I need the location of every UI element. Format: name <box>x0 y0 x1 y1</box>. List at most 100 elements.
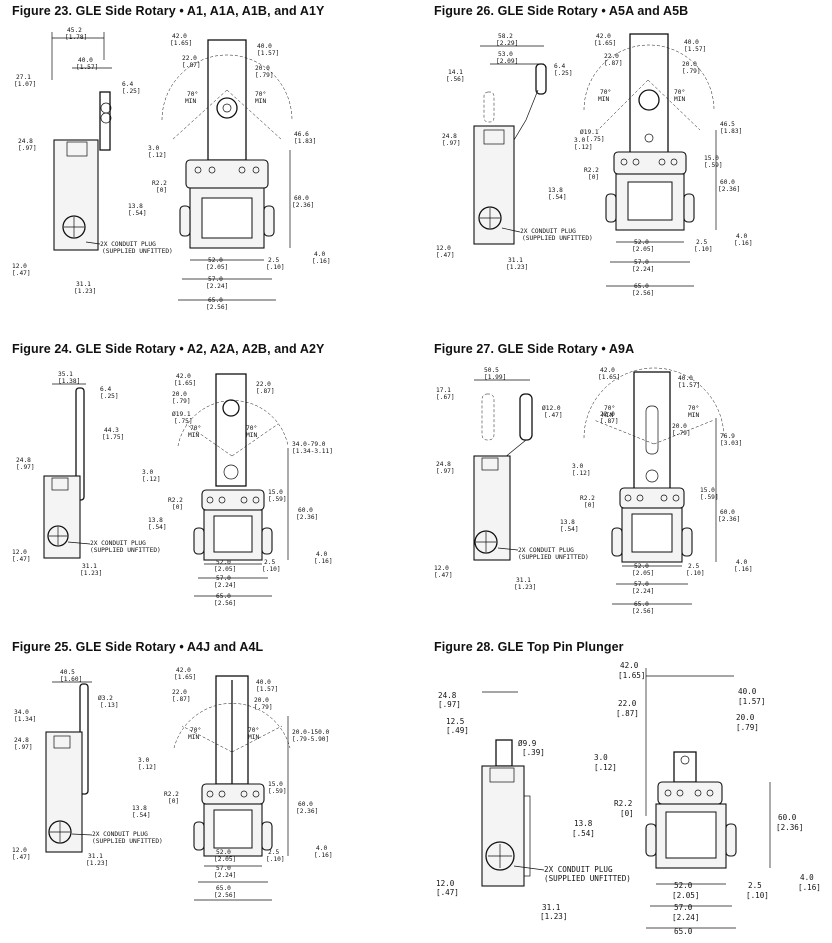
dim-label: 40.0 <box>678 375 693 382</box>
dim-label: [2.36] <box>296 808 318 815</box>
front-view: 70° MIN 70° MIN 42.0 [1.65] 40.0 [1.57] … <box>132 667 333 901</box>
dim-label: 42.0 <box>596 33 611 40</box>
dim-label: 31.1 <box>82 563 97 570</box>
dim-label: 22.0 <box>604 53 619 60</box>
dim-label: 12.0 <box>12 549 27 556</box>
dim-label: [1.23] <box>86 860 108 867</box>
dim-label: [1.57] <box>76 64 98 71</box>
dim-label: [2.05] <box>214 566 236 573</box>
dim-label: 42.0 <box>172 33 187 40</box>
dim-label: [1.23] <box>80 570 102 577</box>
dim-label: [2.05] <box>206 264 228 271</box>
drawing: 40.5 [1.60] Ø3.2 [.13] 34.0 [1.34] 24.8 … <box>12 667 333 901</box>
angle-label: 70° <box>600 88 611 96</box>
dim-label: 22.0 <box>600 411 615 418</box>
dim-label: 60.0 <box>298 801 313 808</box>
note-label: 2X CONDUIT PLUG <box>520 228 576 235</box>
dim-label: 52.0 <box>216 559 231 566</box>
side-view: 24.8 [.97] 12.5 [.49] Ø9.9 [.39] 12.0 [.… <box>436 691 631 921</box>
dim-label: [1.57] <box>678 382 700 389</box>
angle-label: MIN <box>674 96 685 103</box>
side-view: 45.2 [1.78] 40.0 [1.57] 27.1 [1.07] 6.4 … <box>12 27 173 295</box>
dim-label: [.12] <box>594 763 617 772</box>
dim-label: [.54] <box>560 526 579 533</box>
dim-label: [2.24] <box>672 913 699 922</box>
dim-label: [.54] <box>548 194 567 201</box>
dim-label: 31.1 <box>88 853 103 860</box>
figure-25: Figure 25. GLE Side Rotary • A4J and A4L… <box>12 640 422 940</box>
angle-label: MIN <box>688 412 699 419</box>
dim-label: [2.56] <box>214 892 236 899</box>
dim-label: 20.0 <box>172 391 187 398</box>
dim-label: [2.36] <box>292 202 314 209</box>
dim-label: 50.5 <box>484 367 499 374</box>
dim-label: 4.0 <box>736 559 747 566</box>
dim-label: 12.5 <box>446 717 464 726</box>
dim-label: 52.0 <box>634 239 649 246</box>
dim-label: [.75] <box>586 136 605 143</box>
drawing: 24.8 [.97] 12.5 [.49] Ø9.9 [.39] 12.0 [.… <box>436 661 821 936</box>
dim-label: 2.5 <box>268 257 279 264</box>
dim-label: [.12] <box>148 152 167 159</box>
dim-label: [1.83] <box>720 128 742 135</box>
dim-label: 3.0 <box>138 757 149 764</box>
dim-label: 4.0 <box>314 251 325 258</box>
dim-label: [1.65] <box>594 40 616 47</box>
dim-label: 13.8 <box>560 519 575 526</box>
dim-label: [2.09] <box>496 58 518 65</box>
dim-label: 13.8 <box>128 203 143 210</box>
dim-label: 31.1 <box>516 577 531 584</box>
dim-label: 65.0 <box>208 297 223 304</box>
dim-label: [.49] <box>446 726 469 735</box>
dim-label: [.16] <box>314 852 333 859</box>
dim-label: [.47] <box>12 854 31 861</box>
dim-label: [.16] <box>734 566 753 573</box>
dim-label: [1.65] <box>170 40 192 47</box>
dim-label: [0] <box>588 174 599 181</box>
dim-label: [.10] <box>262 566 281 573</box>
dim-label: [.25] <box>122 88 141 95</box>
dim-label: R2.2 <box>152 180 167 187</box>
dim-label: 22.0 <box>172 689 187 696</box>
dim-label: [.97] <box>436 468 455 475</box>
dim-label: [0] <box>156 187 167 194</box>
dim-label: 3.0 <box>594 753 608 762</box>
note-label: (SUPPLIED UNFITTED) <box>90 547 161 554</box>
dim-label: [.16] <box>314 558 333 565</box>
dim-label: 76.9 <box>720 433 735 440</box>
dim-label: [2.36] <box>296 514 318 521</box>
dim-label: [.87] <box>600 418 619 425</box>
front-view: 70° MIN 70° MIN 42.0 [1.65] 40.0 [1.57] … <box>548 33 753 297</box>
note-label: 2X CONDUIT PLUG <box>92 831 148 838</box>
figure-title: Figure 25. GLE Side Rotary • A4J and A4L <box>12 640 264 654</box>
dim-label: R2.2 <box>168 497 183 504</box>
dim-label: 45.2 <box>67 27 82 34</box>
dim-label: [2.05] <box>632 246 654 253</box>
dim-label: [.59] <box>700 494 719 501</box>
dim-label: 2.5 <box>696 239 707 246</box>
figure-title: Figure 28. GLE Top Pin Plunger <box>434 640 624 654</box>
dim-label: [1.60] <box>60 676 82 683</box>
dim-label: [1.23] <box>514 584 536 591</box>
angle-label: MIN <box>185 98 196 105</box>
dim-label: [.25] <box>554 70 573 77</box>
dim-label: 31.1 <box>508 257 523 264</box>
dim-label: [.39] <box>522 748 545 757</box>
dim-label: 4.0 <box>800 873 814 882</box>
dim-label: [2.05] <box>214 856 236 863</box>
dim-label: [.87] <box>604 60 623 67</box>
dim-label: [.67] <box>436 394 455 401</box>
angle-label: 70° <box>688 404 699 412</box>
dim-label: 40.0 <box>684 39 699 46</box>
dim-label: [.47] <box>436 888 459 897</box>
dim-label: 57.0 <box>216 865 231 872</box>
drawing: 58.2 [2.29] 53.0 [2.09] 14.1 [.56] 6.4 [… <box>436 33 753 297</box>
dim-label: 57.0 <box>208 276 223 283</box>
dim-label: 34.0-79.0 <box>292 441 326 448</box>
dim-label: 52.0 <box>674 881 693 890</box>
dim-label: [.59] <box>268 788 287 795</box>
dim-label: [1.34] <box>14 716 36 723</box>
dim-label: 60.0 <box>298 507 313 514</box>
dim-label: [1.07] <box>14 81 36 88</box>
dim-label: 22.0 <box>618 699 637 708</box>
